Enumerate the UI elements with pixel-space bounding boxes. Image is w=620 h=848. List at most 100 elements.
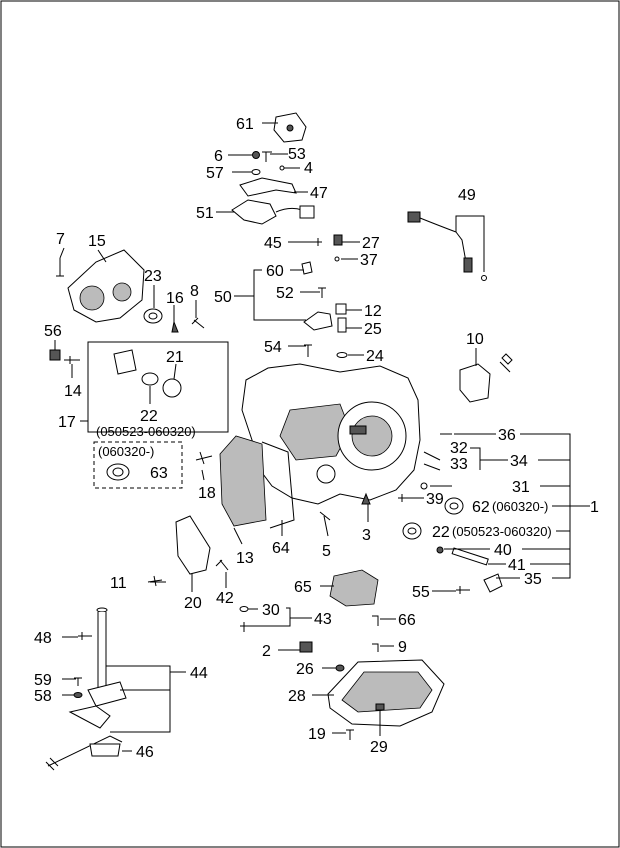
part-20-bracket bbox=[175, 515, 211, 575]
callout-13: 13 bbox=[236, 550, 254, 567]
callout-60: 60 bbox=[266, 263, 284, 280]
part-4-pin bbox=[279, 165, 285, 171]
part-30-washer bbox=[239, 606, 249, 612]
callout-27: 27 bbox=[362, 235, 380, 252]
part-41-tube bbox=[451, 547, 489, 566]
part-13-valve-cover bbox=[219, 435, 267, 527]
callout-22b: 22 bbox=[432, 524, 450, 541]
note-range-box: (050523-060320) bbox=[96, 424, 196, 439]
part-3-plug bbox=[361, 492, 371, 505]
part-45-bolt bbox=[310, 238, 322, 246]
callout-31: 31 bbox=[512, 479, 530, 496]
callout-45: 45 bbox=[264, 235, 282, 252]
callout-26: 26 bbox=[296, 661, 314, 678]
part-47-bracket bbox=[239, 177, 297, 197]
callout-63: 63 bbox=[150, 465, 168, 482]
part-44-shaft bbox=[97, 612, 107, 691]
callout-39: 39 bbox=[426, 491, 444, 508]
part-16-bolt bbox=[171, 320, 179, 333]
part-44-shaft-top bbox=[96, 607, 108, 613]
callout-46: 46 bbox=[136, 744, 154, 761]
part-28-oil-pan-floor bbox=[341, 671, 433, 713]
part-10-mount-bracket bbox=[459, 363, 491, 403]
callout-15: 15 bbox=[88, 233, 106, 250]
callout-28: 28 bbox=[288, 688, 306, 705]
part-44-detent-lever bbox=[87, 681, 127, 707]
part-58-washer bbox=[73, 692, 83, 698]
part-53-bolt bbox=[262, 151, 272, 162]
callout-59: 59 bbox=[34, 672, 52, 689]
part-49-wire bbox=[419, 217, 467, 263]
callout-32: 32 bbox=[450, 440, 468, 457]
callout-55: 55 bbox=[412, 584, 430, 601]
callout-10: 10 bbox=[466, 331, 484, 348]
part-51-wire bbox=[275, 207, 303, 213]
part-35-bracket bbox=[483, 573, 503, 593]
part-19-bolt bbox=[346, 729, 354, 740]
callout-35: 35 bbox=[524, 571, 542, 588]
callout-9: 9 bbox=[398, 639, 407, 656]
part-66-bolt bbox=[372, 615, 379, 626]
callout-44: 44 bbox=[190, 665, 208, 682]
callout-66: 66 bbox=[398, 612, 416, 629]
part-15-boss bbox=[79, 285, 105, 311]
part-11-bolt bbox=[147, 575, 163, 587]
callout-47: 47 bbox=[310, 185, 328, 202]
callout-61: 61 bbox=[236, 116, 254, 133]
group-box-63 bbox=[93, 441, 183, 489]
part-62-seal-inner bbox=[449, 502, 459, 510]
callout-5: 5 bbox=[322, 543, 331, 560]
callout-20: 20 bbox=[184, 595, 202, 612]
transaxle-shaft bbox=[349, 425, 367, 435]
callout-51: 51 bbox=[196, 205, 214, 222]
part-48-bolt bbox=[78, 632, 92, 640]
callout-65: 65 bbox=[294, 579, 312, 596]
transaxle-case-web bbox=[279, 403, 351, 461]
callout-14: 14 bbox=[64, 383, 82, 400]
callout-37: 37 bbox=[360, 252, 378, 269]
callout-24: 24 bbox=[366, 348, 384, 365]
part-49-oring bbox=[481, 275, 487, 281]
callout-6: 6 bbox=[214, 148, 223, 165]
callout-48: 48 bbox=[34, 630, 52, 647]
part-52-bolt bbox=[318, 287, 326, 298]
callout-12: 12 bbox=[364, 303, 382, 320]
callout-64: 64 bbox=[272, 540, 290, 557]
callout-33: 33 bbox=[450, 456, 468, 473]
part-54-bolt bbox=[304, 344, 312, 357]
callout-36: 36 bbox=[498, 427, 516, 444]
callout-23: 23 bbox=[144, 268, 162, 285]
note-range-22: (050523-060320) bbox=[452, 524, 552, 539]
part-27-fitting bbox=[333, 234, 343, 246]
callout-34: 34 bbox=[510, 453, 528, 470]
callout-4: 4 bbox=[304, 160, 313, 177]
part-9-bolt bbox=[372, 643, 379, 652]
callout-52: 52 bbox=[276, 285, 294, 302]
callout-1: 1 bbox=[590, 499, 599, 516]
callout-17: 17 bbox=[58, 414, 76, 431]
part-55-bolt bbox=[456, 586, 470, 594]
callout-40: 40 bbox=[494, 542, 512, 559]
part-24-oring bbox=[336, 352, 348, 358]
part-2-plug bbox=[299, 641, 313, 653]
callout-42: 42 bbox=[216, 590, 234, 607]
part-65-oil-strainer bbox=[329, 569, 379, 607]
part-40-clip bbox=[436, 546, 444, 554]
part-42-bolt bbox=[215, 559, 229, 571]
part-46-cable-end bbox=[45, 757, 59, 771]
callout-53: 53 bbox=[288, 146, 306, 163]
note-since-62: (060320-) bbox=[492, 499, 548, 514]
part-49-connector bbox=[407, 211, 421, 223]
callout-56: 56 bbox=[44, 323, 62, 340]
callout-2: 2 bbox=[262, 643, 271, 660]
part-63-seal-inner bbox=[112, 467, 124, 477]
part-51-connector bbox=[299, 205, 315, 219]
part-49-sensor bbox=[463, 257, 473, 273]
part-61-hole bbox=[286, 124, 294, 132]
callout-22a: 22 bbox=[140, 408, 158, 425]
part-29-magnet bbox=[375, 703, 385, 711]
part-23-seal-inner bbox=[148, 312, 158, 320]
